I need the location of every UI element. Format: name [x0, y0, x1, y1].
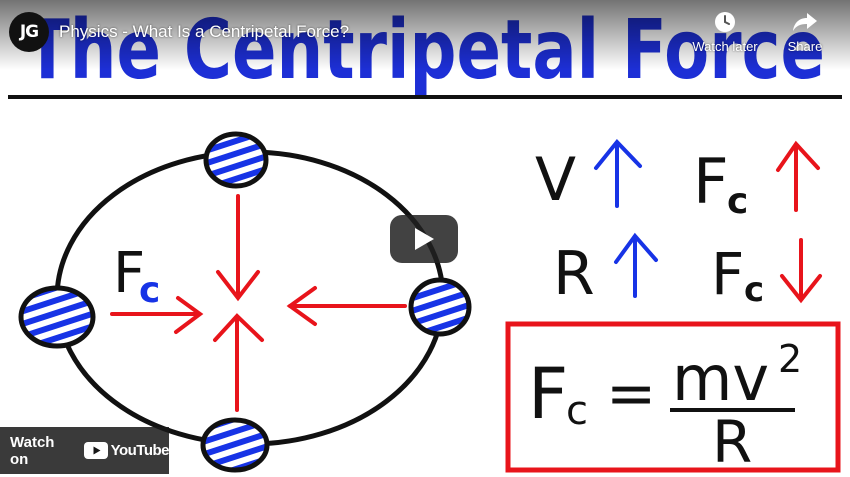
- watch-later-label: Watch later: [692, 39, 758, 54]
- relation-2-result: F: [711, 240, 744, 308]
- relation-2-result-subscript: c: [744, 270, 764, 310]
- watch-later-button[interactable]: Watch later: [692, 10, 758, 54]
- clock-icon: [715, 12, 735, 32]
- red-arrow-right: [110, 296, 204, 334]
- ball-left: [18, 285, 96, 349]
- channel-avatar[interactable]: JG: [9, 12, 49, 52]
- youtube-play-icon: [83, 442, 108, 459]
- relation-1-result: F: [693, 145, 729, 218]
- share-button[interactable]: Share: [776, 10, 834, 54]
- relation-1-result-subscript: c: [727, 181, 748, 222]
- watch-on-youtube-button[interactable]: Watch on YouTube: [0, 427, 170, 474]
- play-icon: [415, 228, 434, 250]
- ball-right: [408, 277, 472, 337]
- watch-on-label: Watch on: [10, 433, 55, 468]
- red-arrow-down-result-2: [780, 238, 822, 304]
- youtube-logo: YouTube: [83, 442, 170, 459]
- youtube-wordmark: YouTube: [110, 442, 170, 459]
- video-title-link[interactable]: Physics - What Is a Centripetal Force?: [59, 22, 350, 41]
- formula-exponent: 2: [778, 337, 802, 381]
- force-label-subscript: c: [139, 270, 160, 311]
- red-arrow-up-result-1: [776, 140, 820, 212]
- formula-equals: =: [606, 359, 656, 429]
- relation-2-variable: R: [553, 239, 595, 309]
- share-arrow-icon: [793, 13, 817, 31]
- blue-arrow-up-1: [594, 138, 642, 208]
- formula-lhs-subscript: c: [566, 388, 588, 434]
- ball-bottom: [200, 417, 270, 473]
- blue-arrow-up-2: [614, 232, 658, 298]
- force-label: F: [113, 241, 145, 306]
- formula-numerator: mv: [672, 342, 769, 415]
- formula-lhs: F: [528, 353, 568, 435]
- formula-box: [505, 321, 841, 473]
- share-label: Share: [787, 39, 823, 54]
- play-button[interactable]: [390, 215, 458, 263]
- top-gradient-overlay: [0, 0, 850, 70]
- formula-denominator: R: [712, 408, 752, 476]
- red-arrow-left: [286, 286, 407, 326]
- relation-1-variable: V: [535, 145, 576, 215]
- red-arrow-up: [213, 313, 264, 412]
- red-arrow-down: [216, 194, 260, 302]
- ball-top: [203, 131, 269, 189]
